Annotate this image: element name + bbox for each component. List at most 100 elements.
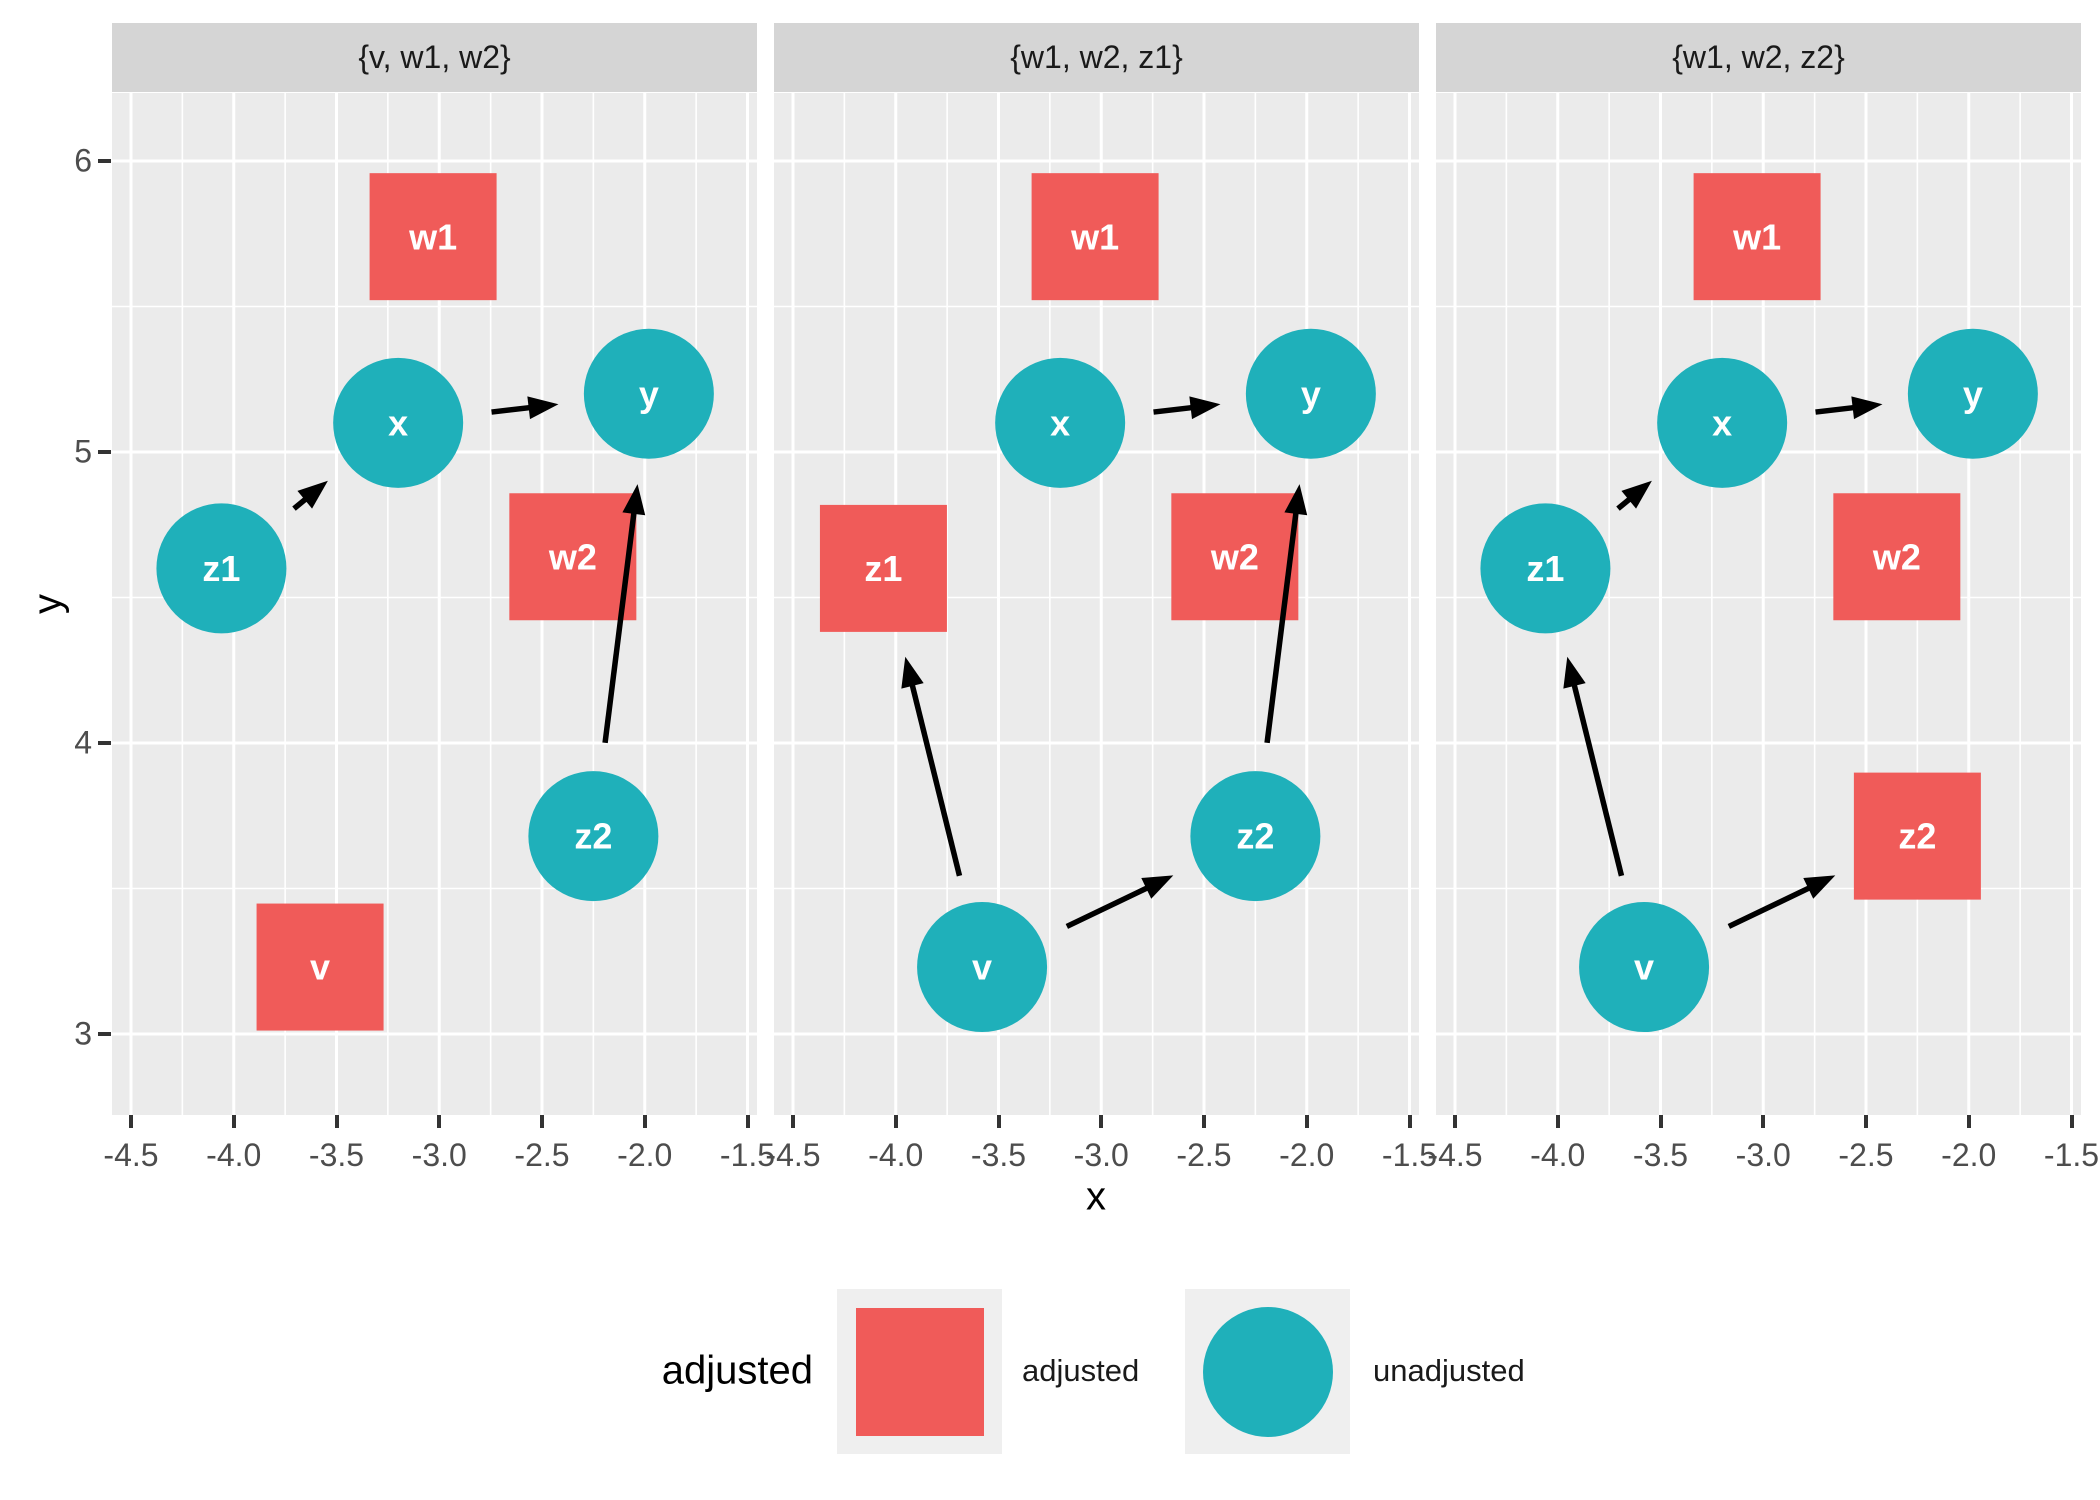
- dag-node-label-v: v: [1634, 947, 1654, 988]
- x-tick-label: -2.0: [1279, 1137, 1335, 1173]
- x-tick-label: -1.5: [719, 1137, 776, 1173]
- dag-edge-arrowhead-x-y: [527, 396, 559, 420]
- x-tick-mark: [1304, 1115, 1309, 1128]
- dag-edge-arrowhead-v-z1: [1563, 656, 1586, 689]
- x-tick-label: -3.0: [1073, 1137, 1129, 1173]
- dag-node-x-circle: [995, 357, 1126, 488]
- x-tick-mark: [1761, 1115, 1766, 1128]
- x-tick-label: -4.0: [1530, 1137, 1586, 1173]
- legend-key-unadjusted: [1185, 1289, 1350, 1454]
- x-tick-label: -2.5: [514, 1137, 570, 1173]
- dag-edge-z2-y: [602, 507, 638, 744]
- facet-strip-title: {w1, w2, z1}: [1010, 39, 1183, 75]
- x-tick-mark: [893, 1115, 898, 1128]
- dag-edge-arrowhead-v-z2: [1141, 875, 1174, 899]
- dag-node-x-circle: [333, 357, 464, 488]
- y-axis-title: y: [25, 594, 70, 614]
- y-tick-mark: [98, 449, 111, 454]
- dag-edge-z2-y: [1264, 507, 1300, 744]
- dag-node-label-x: x: [1712, 402, 1732, 443]
- x-tick-mark: [791, 1115, 795, 1128]
- x-tick-label: -2.0: [617, 1137, 673, 1173]
- x-tick-mark: [129, 1115, 133, 1128]
- x-tick-label: -4.0: [868, 1137, 924, 1173]
- dag-edge-arrowhead-z2-y: [1284, 484, 1308, 516]
- dag-node-label-z2: z2: [1898, 816, 1936, 857]
- x-tick-label: -2.0: [1941, 1137, 1997, 1173]
- dag-node-w2-square: [509, 493, 637, 621]
- x-tick-label: -4.5: [103, 1137, 159, 1173]
- x-tick-mark: [1864, 1115, 1868, 1128]
- dag-node-label-z1: z1: [202, 548, 240, 589]
- dag-node-label-z2: z2: [1236, 816, 1274, 857]
- dag-node-label-z1: z1: [1526, 548, 1564, 589]
- x-tick-label: -2.5: [1838, 1137, 1894, 1173]
- dag-node-label-v: v: [310, 947, 330, 988]
- dag-node-label-w1: w1: [1732, 216, 1781, 257]
- x-tick-mark: [231, 1115, 236, 1128]
- dag-edge-arrowhead-z2-y: [622, 484, 646, 516]
- dag-edge-x-y: [1815, 404, 1859, 415]
- dag-node-label-v: v: [972, 947, 992, 988]
- y-tick-mark: [98, 1031, 111, 1036]
- y-tick-label: 3: [74, 1015, 92, 1052]
- dag-edge-arrowhead-x-y: [1851, 396, 1883, 420]
- y-tick-label: 4: [74, 724, 92, 761]
- dag-node-y-circle: [1907, 328, 2038, 459]
- x-axis-title: x: [1086, 1174, 1106, 1219]
- x-tick-mark: [1453, 1115, 1457, 1128]
- unadjusted-circle-swatch: [1202, 1306, 1333, 1437]
- x-tick-mark: [1658, 1115, 1663, 1128]
- y-tick-label: 5: [74, 433, 92, 470]
- legend-title: adjusted: [661, 1348, 813, 1393]
- dag-node-w2-square: [1833, 493, 1961, 621]
- x-tick-mark: [334, 1115, 339, 1128]
- dag-node-y-circle: [1245, 328, 1376, 459]
- x-tick-mark: [996, 1115, 1001, 1128]
- y-tick-mark: [98, 740, 111, 745]
- x-tick-mark: [1099, 1115, 1104, 1128]
- dag-node-label-w2: w2: [1872, 536, 1921, 577]
- dag-node-z2-square: [1853, 772, 1981, 900]
- y-tick-label: 6: [74, 142, 92, 179]
- dag-node-label-w1: w1: [408, 216, 457, 257]
- dag-edge-arrowhead-z1-x: [1621, 480, 1652, 509]
- dag-node-x-circle: [1657, 357, 1788, 488]
- dag-edge-arrowhead-x-y: [1189, 396, 1221, 420]
- dag-node-label-y: y: [1301, 373, 1321, 414]
- x-tick-mark: [2069, 1115, 2074, 1128]
- facet-strip: {w1, w2, z2}: [1436, 23, 2081, 92]
- dag-node-z2-circle: [528, 771, 659, 902]
- dag-node-label-w1: w1: [1070, 216, 1119, 257]
- x-tick-mark: [1407, 1115, 1412, 1128]
- dag-node-z1-circle: [156, 503, 287, 634]
- dag-edge-arrowhead-z1-x: [297, 480, 328, 509]
- adjusted-square-swatch: [855, 1307, 984, 1436]
- dag-edge-v-z2: [1727, 883, 1815, 929]
- dag-node-z2-circle: [1190, 771, 1321, 902]
- dag-node-label-y: y: [1963, 373, 1983, 414]
- x-tick-label: -2.5: [1176, 1137, 1232, 1173]
- x-tick-label: -3.0: [411, 1137, 467, 1173]
- dag-node-label-x: x: [1050, 402, 1070, 443]
- x-tick-mark: [437, 1115, 442, 1128]
- dag-edge-v-z1: [1570, 679, 1625, 877]
- dag-node-w1-square: [1693, 173, 1821, 301]
- dag-node-v-square: [256, 903, 384, 1031]
- dag-edge-arrowhead-v-z1: [901, 656, 924, 689]
- legend-label-unadjusted: unadjusted: [1373, 1353, 1525, 1388]
- x-tick-label: -3.5: [1632, 1137, 1689, 1173]
- dag-node-w1-square: [1031, 173, 1159, 301]
- x-tick-mark: [745, 1115, 750, 1128]
- facet-strip-title: {v, w1, w2}: [358, 39, 511, 75]
- x-tick-mark: [1966, 1115, 1971, 1128]
- facet-strip: {w1, w2, z1}: [774, 23, 1419, 92]
- x-tick-label: -3.0: [1735, 1137, 1791, 1173]
- x-tick-label: -1.5: [1381, 1137, 1438, 1173]
- dag-node-w1-square: [369, 173, 497, 301]
- dag-node-label-w2: w2: [1210, 536, 1259, 577]
- x-tick-label: -4.0: [206, 1137, 262, 1173]
- facet-panel: v w1 w2 x y z1 z2: [1436, 93, 2081, 1115]
- dag-node-w2-square: [1171, 493, 1299, 621]
